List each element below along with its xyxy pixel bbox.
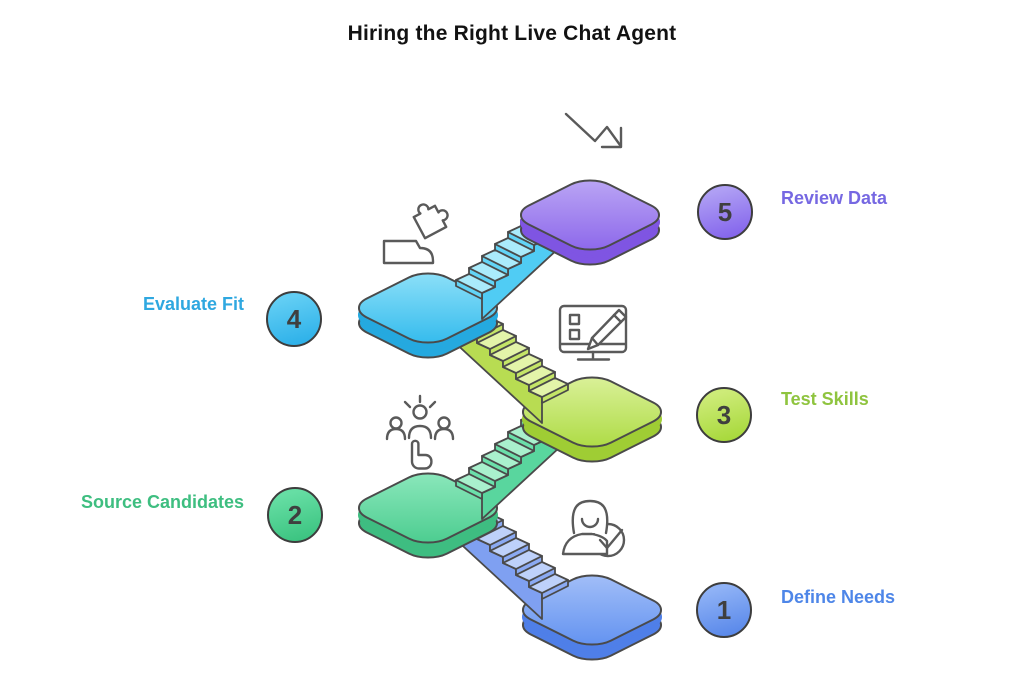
puzzle-fit-icon (382, 203, 449, 265)
platform-step-5 (510, 175, 670, 270)
step-label-define-needs: Define Needs (781, 587, 896, 607)
page-title: Hiring the Right Live Chat Agent (347, 22, 677, 45)
platform-step-3 (512, 372, 672, 467)
platform-step-1 (512, 570, 672, 665)
monitor-pencil-icon (558, 304, 628, 361)
step-label-review-data: Review Data (781, 188, 888, 208)
step-number: 2 (287, 499, 303, 530)
step-number-badge-3: 3 (696, 387, 752, 443)
step-label-evaluate-fit: Evaluate Fit (142, 294, 244, 314)
step-number-badge-2: 2 (267, 487, 323, 543)
step-number-badge-1: 1 (696, 582, 752, 638)
people-select-icon (385, 394, 455, 470)
step-number: 1 (716, 594, 732, 625)
platform-step-4 (348, 268, 508, 363)
step-number-badge-4: 4 (266, 291, 322, 347)
step-label-test-skills: Test Skills (781, 389, 869, 409)
platform-step-2 (348, 468, 508, 563)
person-check-icon (561, 499, 626, 558)
trend-down-arrow-icon (564, 112, 623, 149)
step-number: 3 (716, 399, 732, 430)
step-number: 4 (286, 303, 302, 334)
step-label-source-candidates: Source Candidates (80, 492, 244, 512)
staircase-layer (348, 175, 672, 665)
step-number: 5 (717, 196, 733, 227)
step-number-badge-5: 5 (697, 184, 753, 240)
